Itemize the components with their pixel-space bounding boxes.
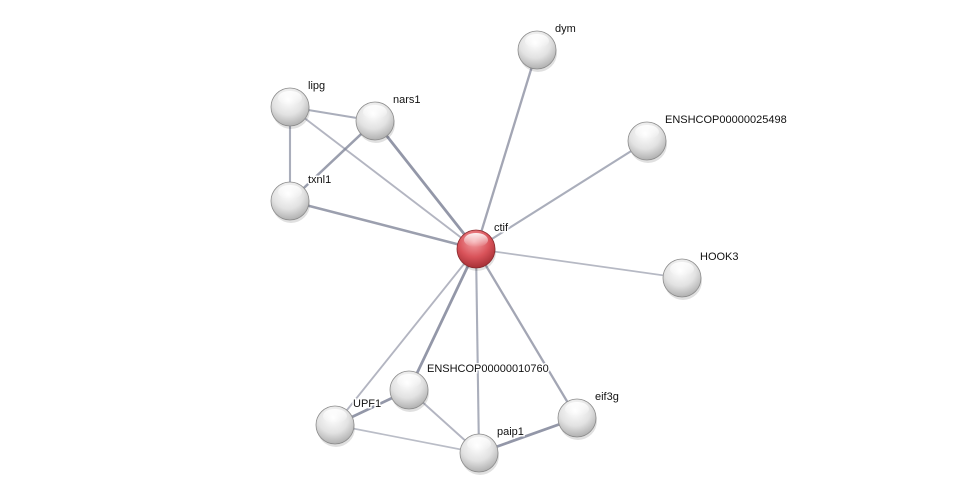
node-label: eif3g [595,391,619,403]
edge-ctif-ENSHCOP00000025498[interactable] [475,140,648,250]
node-label: HOOK3 [700,251,739,263]
node-UPF1[interactable]: UPF1 [315,397,383,447]
edge-ctif-lipg[interactable] [289,106,477,250]
edge-ctif-HOOK3[interactable] [475,248,683,279]
node-highlight [397,374,421,388]
node-highlight [363,105,387,119]
node-ENSHCOP00000010760[interactable]: ENSHCOP00000010760 [389,362,550,412]
edge-ctif-paip1[interactable] [474,248,481,454]
node-label: ctif [494,222,509,234]
edge-UPF1-paip1[interactable] [334,424,480,454]
node-highlight [464,233,488,247]
node-HOOK3[interactable]: HOOK3 [662,250,740,300]
node-label: ENSHCOP00000010760 [427,363,549,375]
edge-ctif-txnl1[interactable] [289,199,477,251]
node-highlight [278,91,302,105]
node-label: txnl1 [308,174,331,186]
node-label: nars1 [393,94,421,106]
node-lipg[interactable]: lipg [270,79,327,129]
node-nars1[interactable]: nars1 [355,93,422,143]
edge-ctif-UPF1[interactable] [334,248,477,426]
node-dym[interactable]: dym [517,22,577,72]
node-highlight [565,402,589,416]
node-highlight [670,262,694,276]
edge-ctif-ENSHCOP00000010760[interactable] [407,248,478,391]
node-highlight [323,409,347,423]
node-label: dym [555,23,576,35]
node-highlight [635,125,659,139]
edge-ctif-eif3g[interactable] [475,248,578,419]
node-label: UPF1 [353,398,381,410]
node-highlight [467,437,491,451]
node-highlight [278,185,302,199]
node-ctif[interactable]: ctif [456,221,511,271]
node-label: lipg [308,80,325,92]
node-eif3g[interactable]: eif3g [557,390,620,440]
node-txnl1[interactable]: txnl1 [270,173,333,223]
edge-nars1-txnl1[interactable] [289,120,376,202]
edge-ctif-nars1[interactable] [373,120,478,250]
node-label: ENSHCOP00000025498 [665,114,787,126]
node-label: paip1 [497,426,524,438]
node-paip1[interactable]: paip1 [459,425,525,475]
node-highlight [525,34,549,48]
edge-ctif-dym[interactable] [474,49,539,250]
node-ENSHCOP00000025498[interactable]: ENSHCOP00000025498 [627,113,788,163]
